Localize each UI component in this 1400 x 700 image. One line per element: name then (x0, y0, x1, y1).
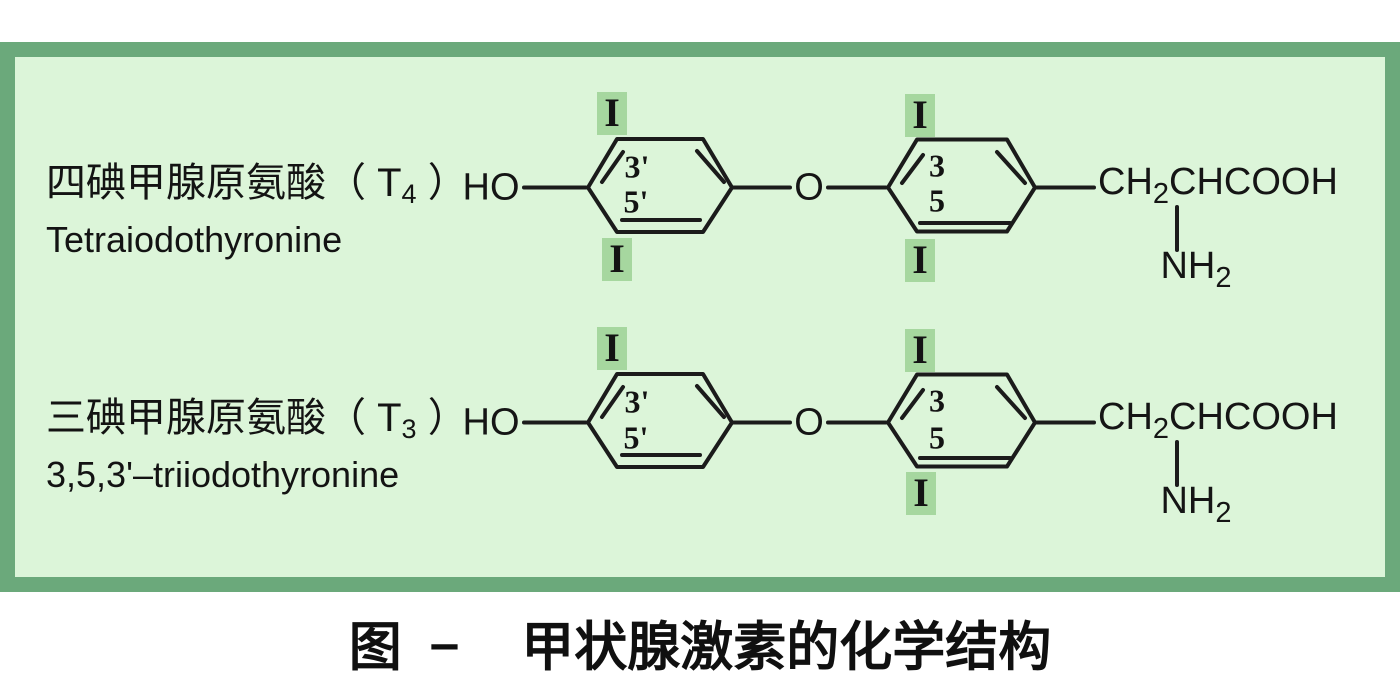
t4-position-3prime: 3' (624, 148, 650, 185)
t4-subscript: 4 (401, 179, 417, 209)
iodine-highlight-t4-inner-bottom: I (905, 239, 935, 282)
iodine-highlight-t3-inner-bottom: I (906, 472, 936, 515)
structure-panel (0, 42, 1400, 592)
t3-subscript: 3 (401, 414, 417, 444)
t4-position-5: 5 (929, 182, 945, 219)
t3-position-3prime: 3' (624, 383, 650, 420)
t4-label: 四碘甲腺原氨酸（ T4 ） Tetraiodothyronine (46, 160, 468, 262)
t3-amine-group: NH2 (1160, 480, 1232, 529)
t3-label-en: 3,5,3'–triiodothyronine (46, 454, 400, 495)
t4-position-5prime: 5' (623, 183, 649, 220)
t4-amine-group: NH2 (1160, 245, 1232, 294)
t3-side-chain-formula: CH2CHCOOH (1098, 396, 1338, 445)
t4-label-cn: 四碘甲腺原氨酸（ T4 ） (46, 161, 468, 209)
t4-position-3: 3 (929, 147, 945, 184)
t4-ether-oxygen-label: O (794, 166, 824, 209)
iodine-highlight-t3-outer-top: I (597, 327, 627, 370)
caption-title: 甲状腺激素的化学结构 (521, 618, 1052, 677)
iodine-highlight-t4-outer-top: I (597, 92, 627, 135)
t3-label-cn: 三碘甲腺原氨酸（ T3 ） (46, 396, 468, 444)
t4-label-en: Tetraiodothyronine (46, 219, 343, 260)
t3-position-5: 5 (929, 419, 945, 456)
t3-label: 三碘甲腺原氨酸（ T3 ） 3,5,3'–triiodothyronine (46, 395, 468, 497)
t3-position-3: 3 (929, 382, 945, 419)
figure-caption: 图 – 甲状腺激素的化学结构 (0, 607, 1400, 679)
iodine-highlight-t4-inner-top: I (905, 94, 935, 137)
t3-ether-oxygen-label: O (794, 401, 824, 444)
iodine-highlight-t4-outer-bottom: I (602, 238, 632, 281)
iodine-highlight-t3-inner-top: I (905, 329, 935, 372)
caption-prefix: 图 (348, 618, 402, 677)
t4-hydroxyl-label: HO (462, 166, 520, 209)
caption-dash: – (429, 613, 460, 673)
t3-position-5prime: 5' (623, 419, 649, 456)
t3-hydroxyl-label: HO (462, 401, 520, 444)
t4-side-chain-formula: CH2CHCOOH (1098, 161, 1338, 210)
